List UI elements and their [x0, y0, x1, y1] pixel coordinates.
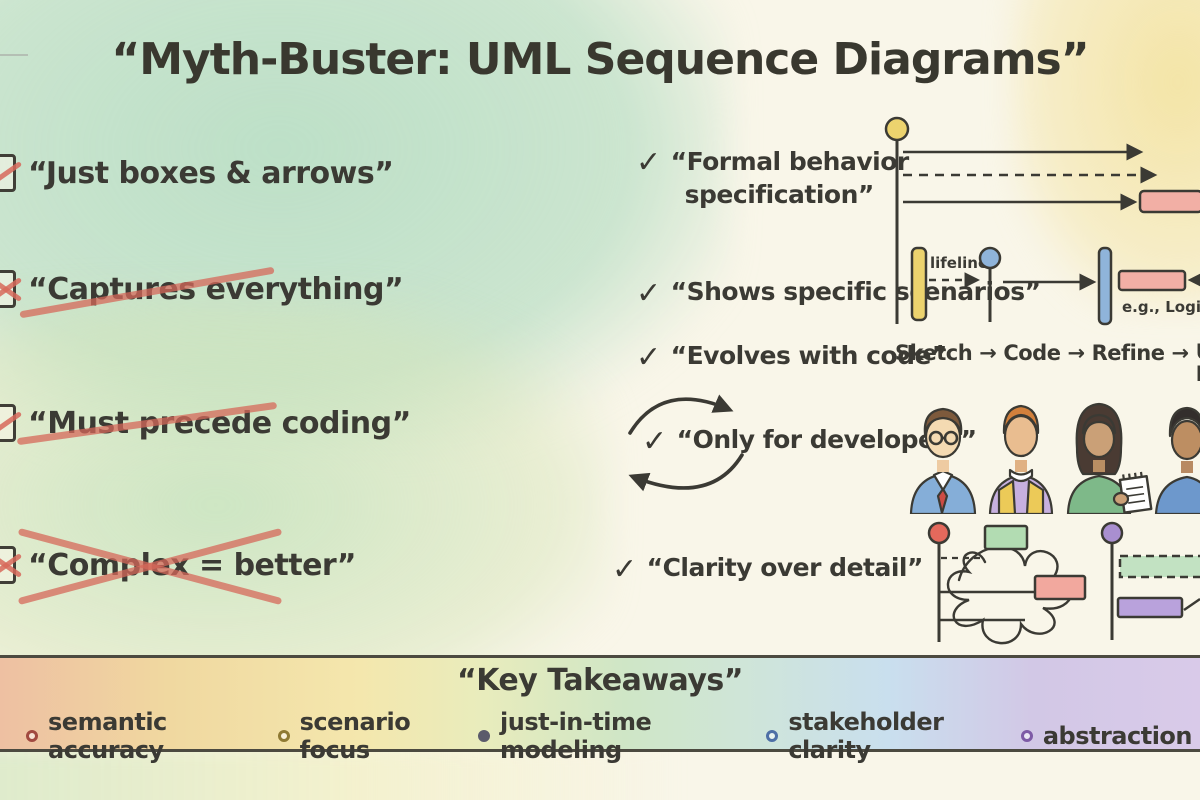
takeaways-title: “Key Takeaways”	[456, 663, 744, 698]
fact-row: ✓ “Formal behavior specification”	[636, 146, 909, 211]
stakeholder-people-illustration	[909, 402, 1200, 514]
checkmark-icon: ✓	[636, 276, 661, 311]
crossed-box-icon	[0, 154, 23, 192]
takeaway-item: scenario focus	[277, 708, 478, 764]
flow-step: Refine	[1091, 341, 1165, 365]
cycle-arrow-top	[628, 394, 734, 435]
myth-label: “Just boxes & arrows”	[28, 156, 394, 191]
sequence-diagram-formal	[884, 116, 1200, 324]
fact-row: ✓ “Evolves with code”	[636, 341, 947, 373]
takeaway-bullet-2	[478, 730, 491, 742]
fact-label: “Evolves with code”	[670, 341, 948, 370]
takeaway-bullet-0	[26, 730, 38, 742]
person-developer-icon	[909, 407, 977, 514]
takeaways-list: semantic accuracy scenario focus just-in…	[26, 708, 1193, 764]
cycle-arrow-bottom	[628, 453, 744, 492]
key-takeaways-band: “Key Takeaways” semantic accuracy scenar…	[0, 655, 1200, 764]
activation-bar-blue	[1097, 246, 1113, 326]
takeaway-label: just-in-time modeling	[500, 708, 652, 764]
actor-head-purple	[1100, 521, 1124, 545]
object-head-blue	[978, 246, 1002, 270]
person-worker-icon	[988, 404, 1054, 514]
takeaway-label: stakeholder clarity	[788, 708, 944, 764]
lifeline-annotation: lifeline	[930, 254, 988, 272]
flow-step-cutoff: U D	[1196, 341, 1200, 385]
flow-arrow: →	[1171, 341, 1190, 365]
crossed-box-icon	[0, 404, 23, 442]
sequence-diagram-scenario: lifeline e.g., Login	[910, 246, 1200, 326]
flow-step: Code	[1003, 341, 1061, 365]
takeaway-bullet-3	[766, 730, 779, 742]
cycle-arrows-icon	[628, 394, 744, 492]
connector-line	[1183, 598, 1200, 611]
person-stakeholder-icon	[1154, 406, 1200, 514]
checkmark-icon: ✓	[636, 340, 661, 375]
page-title: “Myth-Buster: UML Sequence Diagrams”	[111, 34, 1089, 85]
fragment-box-green	[983, 524, 1029, 551]
myth-row: “Complex = better”	[0, 527, 357, 606]
fact-label: “Clarity over detail”	[646, 553, 924, 582]
myth-row: “Captures everything”	[0, 266, 404, 319]
activation-bar-yellow	[910, 246, 928, 322]
checkmark-icon: ✓	[636, 145, 661, 180]
fact-label: “Formal behavior specification”	[670, 147, 910, 209]
crossed-box-icon	[0, 270, 23, 308]
flow-arrow: →	[1067, 341, 1085, 365]
fragment-box-purple	[1116, 596, 1184, 619]
myth-row: “Must precede coding”	[0, 401, 411, 446]
fact-row: ✓ “Shows specific scenarios”	[636, 277, 1041, 309]
actor-head-red	[927, 521, 951, 545]
myth-row: “Just boxes & arrows”	[0, 154, 394, 192]
messy-diagram-illustration	[927, 521, 1087, 645]
takeaway-item: just-in-time modeling	[478, 708, 766, 764]
takeaway-label: scenario focus	[299, 708, 411, 764]
pencil-stray-line	[0, 54, 28, 56]
example-annotation: e.g., Login	[1122, 298, 1200, 316]
takeaway-bullet-1	[277, 730, 290, 742]
takeaway-label: semantic accuracy	[48, 708, 167, 764]
takeaway-item: semantic accuracy	[26, 708, 278, 764]
evolution-flow: Sketch → Code → Refine → U D	[895, 341, 1200, 385]
clean-diagram-illustration	[1100, 521, 1200, 640]
person-analyst-icon	[1066, 402, 1153, 514]
actor-head-yellow	[884, 116, 910, 142]
takeaway-item: stakeholder clarity	[766, 708, 1021, 764]
flow-arrow: →	[979, 341, 997, 365]
activation-bar-pink	[1117, 269, 1187, 292]
fragment-box-green-dashed	[1118, 554, 1200, 579]
takeaway-label: abstraction	[1042, 722, 1193, 750]
fragment-box-pink	[1033, 574, 1087, 601]
takeaway-item: abstraction	[1020, 722, 1193, 750]
checkmark-icon: ✓	[612, 552, 637, 587]
checkmark-icon: ✓	[642, 424, 667, 459]
fact-row: ✓ “Clarity over detail”	[612, 553, 923, 585]
takeaway-bullet-4	[1020, 730, 1033, 742]
crossed-box-icon	[0, 546, 23, 584]
scribble-tangle	[946, 545, 1074, 645]
flow-step: Sketch	[895, 341, 973, 365]
activation-bar-pink	[1138, 189, 1200, 214]
